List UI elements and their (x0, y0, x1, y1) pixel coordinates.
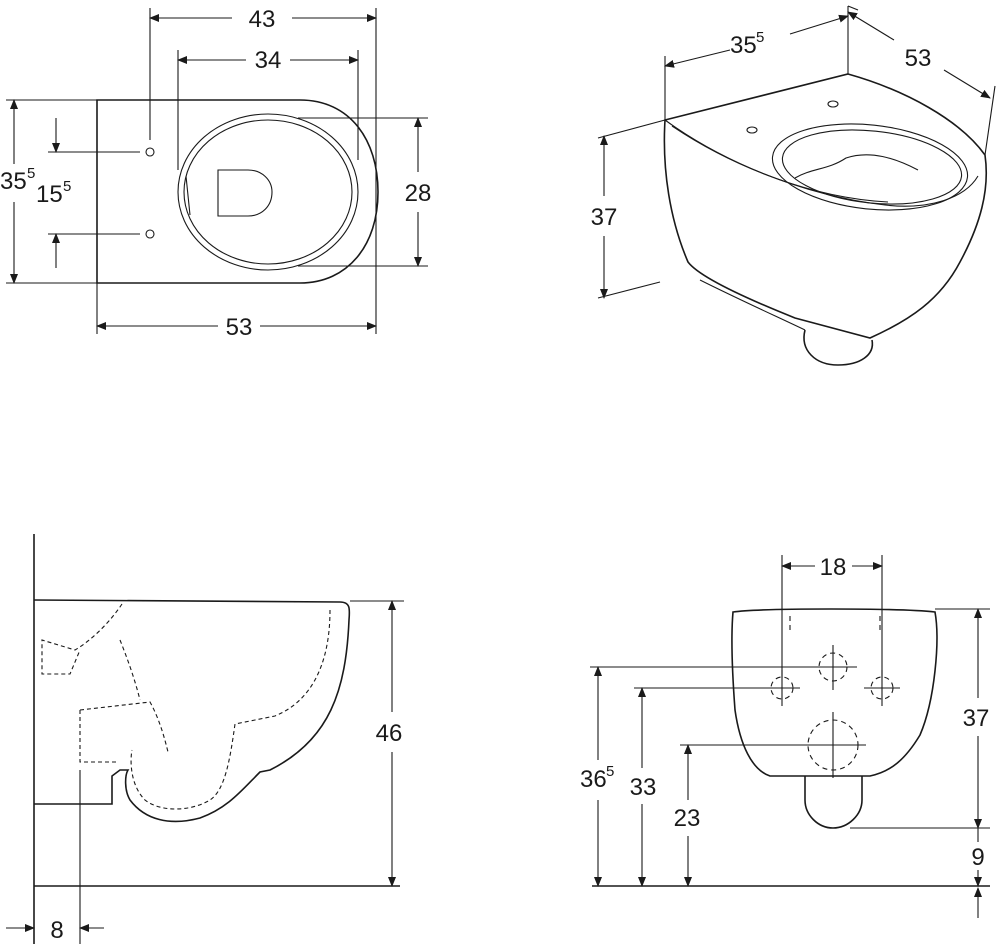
dim-top-width-outer: 43 (249, 6, 276, 33)
iso-view: 35 5 53 37 (591, 5, 996, 366)
side-body-outline (33, 599, 351, 823)
iso-body-outline (663, 73, 988, 339)
side-view: 46 8 (6, 534, 404, 944)
side-hidden-trap (79, 701, 169, 763)
dim-front-drain-height: 36 (580, 766, 607, 793)
front-outlet (804, 776, 863, 829)
front-outlet-hole (800, 712, 866, 778)
dim-side-wall-offset: 8 (50, 917, 63, 944)
dim-top-hole-spacing-sup: 5 (63, 178, 71, 195)
dim-front-floor-gap: 9 (971, 844, 984, 871)
dim-top-total-height: 35 (0, 168, 27, 195)
iso-bowl-water (794, 154, 919, 179)
top-view-seat-outer (177, 113, 359, 271)
dim-front-hole-spacing: 18 (820, 554, 847, 581)
top-view-fixing-hole-lower (145, 229, 155, 239)
iso-rim-inner (671, 125, 889, 203)
dim-front-bolt-height: 33 (630, 774, 657, 801)
dim-front-total-height: 37 (963, 705, 990, 732)
dim-top-width-inner: 34 (255, 47, 282, 74)
top-view-bowl-opening (217, 169, 273, 217)
front-rim-hidden (789, 616, 881, 630)
top-view-outline (96, 99, 379, 284)
dim-front-drain-height-sup: 5 (606, 763, 614, 780)
dim-iso-height: 37 (591, 204, 618, 231)
dim-top-hole-spacing: 15 (36, 181, 63, 208)
iso-outlet (803, 329, 874, 366)
dim-iso-depth: 53 (905, 45, 932, 72)
side-hidden-channel (119, 639, 141, 701)
dim-iso-width-sup: 5 (756, 29, 764, 46)
top-view: 43 34 28 53 35 5 15 5 (0, 6, 431, 341)
dim-side-height: 46 (376, 720, 403, 747)
dim-front-outlet-height: 23 (674, 805, 701, 832)
iso-bowl-opening (771, 123, 969, 211)
front-body-outline (731, 608, 938, 777)
top-view-fixing-hole-upper (145, 147, 155, 157)
iso-bowl-inner (781, 129, 963, 205)
front-view: 18 37 9 36 5 33 23 (580, 554, 990, 918)
dim-top-rim-height: 28 (405, 180, 432, 207)
side-hidden-bowl (130, 609, 331, 810)
dim-top-total-height-sup: 5 (27, 165, 35, 182)
top-view-hinge-edge (185, 175, 191, 216)
iso-fixing-hole-left (746, 126, 758, 134)
side-hidden-flush (41, 603, 123, 675)
iso-bottom-edge (699, 279, 806, 331)
dim-top-depth: 53 (226, 314, 253, 341)
top-view-seat-inner (183, 119, 353, 265)
iso-fixing-hole-right (827, 100, 839, 108)
dim-iso-width: 35 (730, 32, 757, 59)
